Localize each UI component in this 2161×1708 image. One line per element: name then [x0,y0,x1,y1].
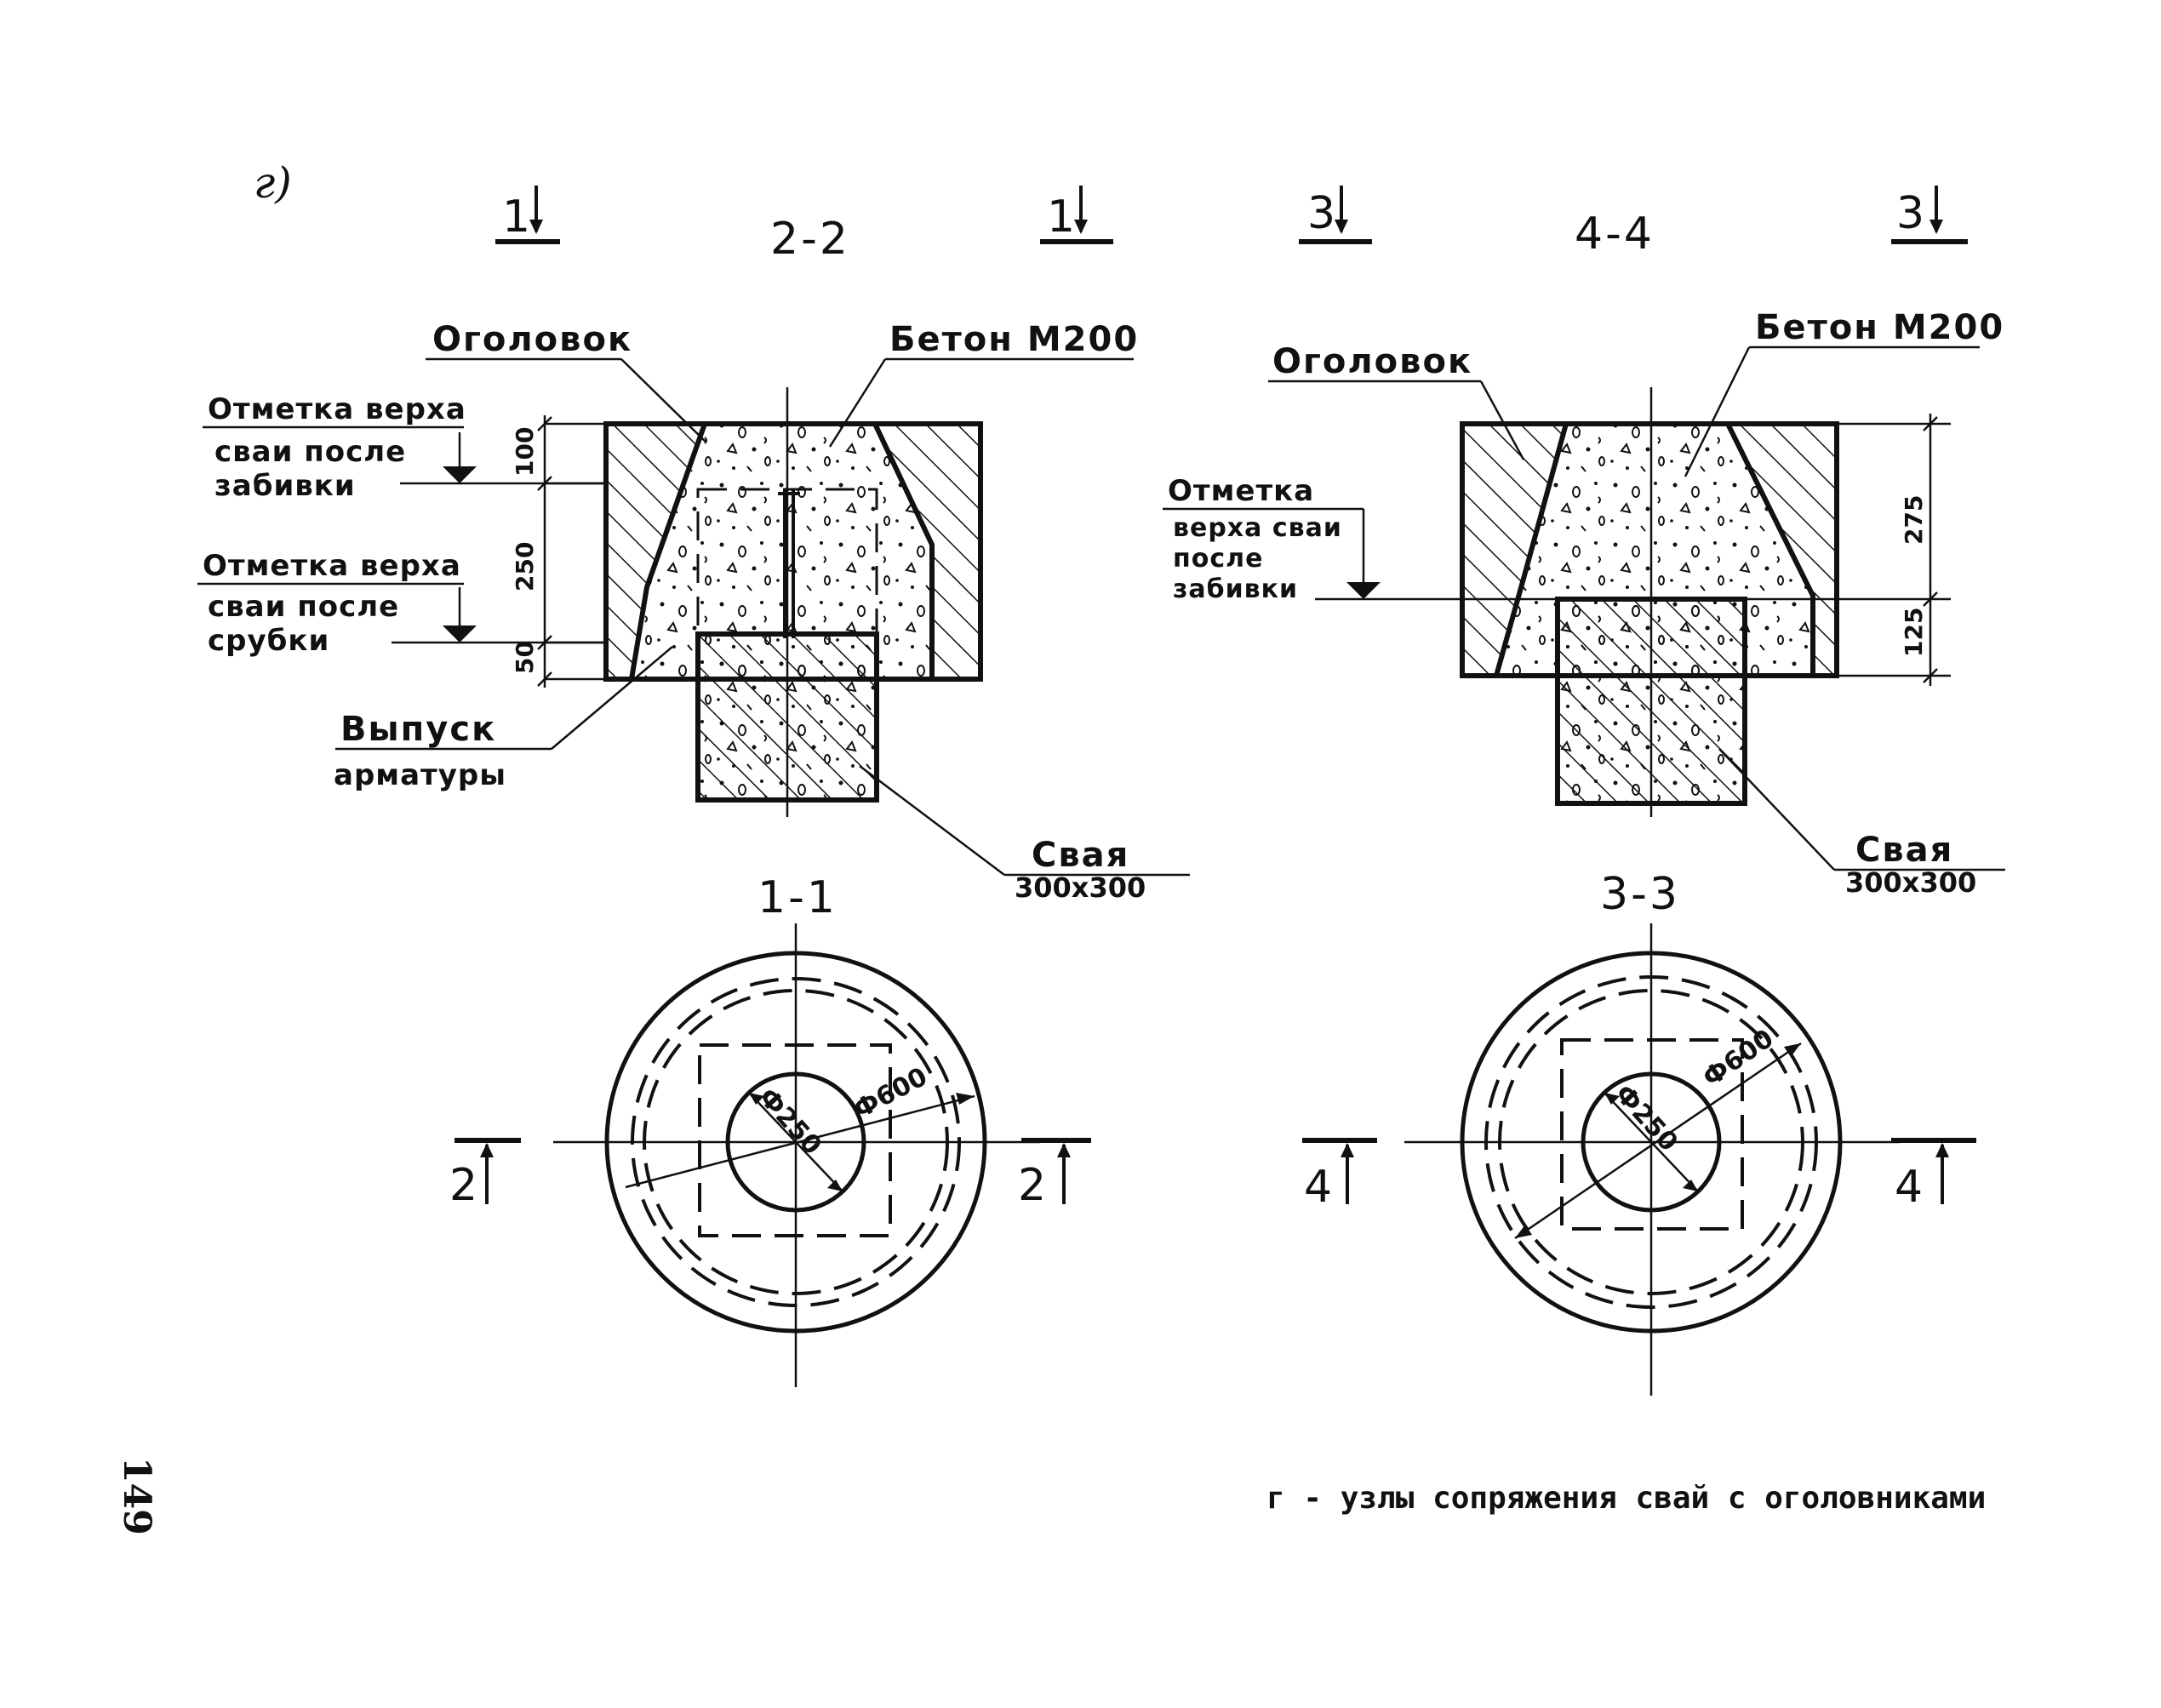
label-pile: Свая [1032,836,1129,875]
dim-inner: Ф250 [1609,1079,1684,1157]
cut-mark-3-left: 3 [1299,186,1372,244]
cut-mark-1-right: 1 [1040,186,1113,244]
label-pile: Свая [1855,831,1953,870]
label-text: арматуры [334,758,506,792]
dimension-line: 275 125 [1745,414,1951,686]
cut-mark-4-right: 4 [1891,1138,1976,1213]
label-ogolovok: Оголовок [432,320,632,359]
dim-125: 125 [1900,608,1928,657]
variant-label: г) [254,158,292,208]
cut-mark-3-right: 3 [1891,186,1968,244]
label-top-after-driving: Отметка [1168,474,1314,508]
dim-outer: Ф600 [1698,1024,1780,1094]
label-text: 300x300 [1015,871,1146,904]
dim-inner: Ф250 [752,1082,827,1161]
label-top-after-driving: Отметка верха [208,392,466,426]
label-beton: Бетон М200 [1755,308,2004,347]
cut-mark-label: 4 [1304,1162,1335,1213]
section-4-4: 3 4-4 3 275 125 [1163,186,2005,899]
level-mark-driving [1315,509,1558,601]
section-title: 4-4 [1575,209,1655,260]
dim-50: 50 [511,641,539,674]
cut-mark-1-left: 1 [495,186,560,244]
plan-3-3: 3-3 Ф250 Ф600 4 4 [1302,869,1976,1396]
dim-250: 250 [511,542,539,591]
cut-mark-label: 2 [1018,1160,1049,1211]
label-text: забивки [1173,574,1298,604]
cut-mark-label: 4 [1895,1162,1925,1213]
cut-mark-label: 1 [1047,191,1078,243]
cut-mark-4-left: 4 [1302,1138,1377,1213]
section-2-2: 1 2-2 1 [197,186,1190,904]
label-text: верха сваи [1173,513,1342,543]
cut-mark-2-left: 2 [449,1138,521,1211]
level-mark-cut [392,587,606,644]
label-text: срубки [208,624,329,658]
page-number: 149 [115,1457,158,1535]
label-text: 300x300 [1845,866,1976,899]
plan-title: 3-3 [1600,869,1680,920]
label-text: сваи после [208,590,399,624]
cut-mark-2-right: 2 [1018,1138,1091,1211]
label-text: забивки [214,469,356,503]
dimension-line: 100 250 50 [511,415,606,688]
cut-mark-label: 2 [449,1160,480,1211]
level-mark-driving [400,432,606,485]
plan-1-1: 1-1 Ф250 Ф600 2 2 [449,872,1091,1387]
dim-275: 275 [1900,495,1928,545]
section-title: 2-2 [770,214,850,265]
label-text: после [1173,544,1263,574]
label-text: сваи после [214,435,406,469]
figure-caption: г - узлы сопряжения свай с оголовниками [1266,1481,1986,1516]
cut-mark-label: 3 [1307,188,1338,239]
dim-100: 100 [511,427,539,477]
label-top-after-cut: Отметка верха [203,549,461,583]
label-beton: Бетон М200 [889,320,1139,359]
plan-title: 1-1 [757,872,838,923]
label-ogolovok: Оголовок [1272,342,1472,381]
label-rebar: Выпуск [340,710,496,749]
cut-mark-label: 1 [502,191,533,243]
cut-mark-label: 3 [1896,188,1927,239]
